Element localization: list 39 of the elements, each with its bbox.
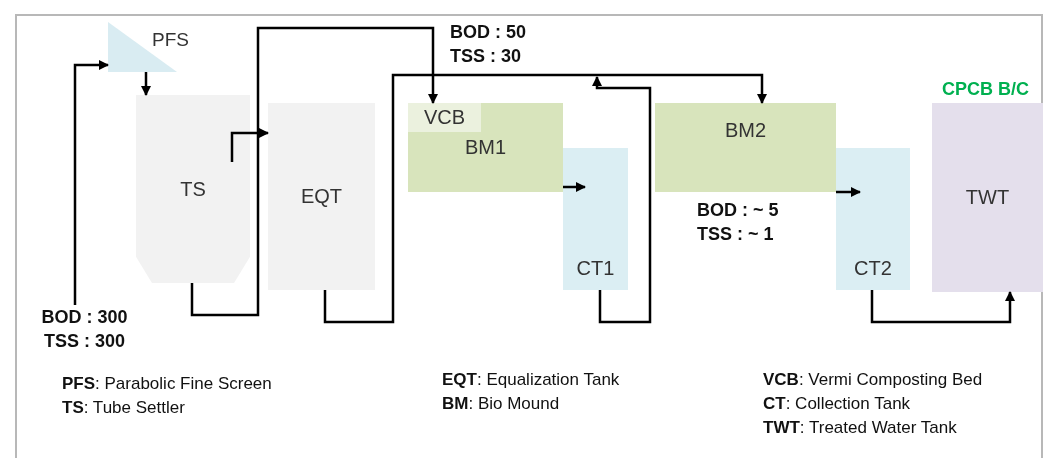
tank-box: [836, 148, 910, 290]
abbreviation-note: TWT: Treated Water Tank: [763, 417, 957, 439]
unit-label: EQT: [300, 185, 343, 208]
water-quality-text: TSS : 300: [43, 330, 125, 353]
water-quality-text: TSS : ~ 1: [697, 223, 774, 246]
water-quality-text: TSS : 30: [450, 45, 522, 68]
flow-arrow: [592, 76, 652, 324]
composting-bed-box: [408, 103, 481, 132]
unit-label: TS: [180, 177, 206, 201]
tank-box: [268, 103, 375, 290]
flow-arrow: [563, 182, 586, 192]
abbreviation-note: CT: Collection Tank: [763, 393, 911, 415]
standard-label: CPCB B/C: [942, 79, 1029, 100]
flow-arrow: [230, 128, 269, 162]
unit-label: BM2: [724, 119, 767, 142]
tank-box: [563, 148, 628, 290]
abbreviation-note: VCB: Vermi Composting Bed: [763, 369, 983, 391]
unit-label: CT2: [854, 257, 892, 280]
tank-box: [136, 95, 250, 283]
unit-label: VCB: [423, 106, 466, 129]
flow-arrow: [323, 73, 767, 324]
unit-label: CT1: [576, 257, 615, 280]
unit-label: TWT: [965, 186, 1010, 209]
water-quality-text: BOD : 300: [41, 306, 128, 329]
abbreviation-note: PFS: Parabolic Fine Screen: [62, 373, 272, 395]
bio-mound-box: [408, 103, 563, 192]
flow-arrow: [73, 60, 109, 305]
unit-label: PFS: [152, 29, 189, 51]
water-quality-text: BOD : 50: [450, 21, 527, 44]
abbreviation-note: BM: Bio Mound: [442, 393, 560, 415]
flow-arrow: [870, 290, 1015, 324]
water-quality-text: BOD : ~ 5: [697, 199, 779, 222]
unit-label: BM1: [464, 136, 507, 159]
flow-arrow: [190, 26, 438, 317]
bio-mound-box: [655, 103, 836, 192]
abbreviation-note: TS: Tube Settler: [62, 397, 185, 419]
flow-arrow: [141, 72, 151, 96]
abbreviation-note: EQT: Equalization Tank: [442, 369, 620, 391]
flow-arrow: [836, 187, 861, 197]
